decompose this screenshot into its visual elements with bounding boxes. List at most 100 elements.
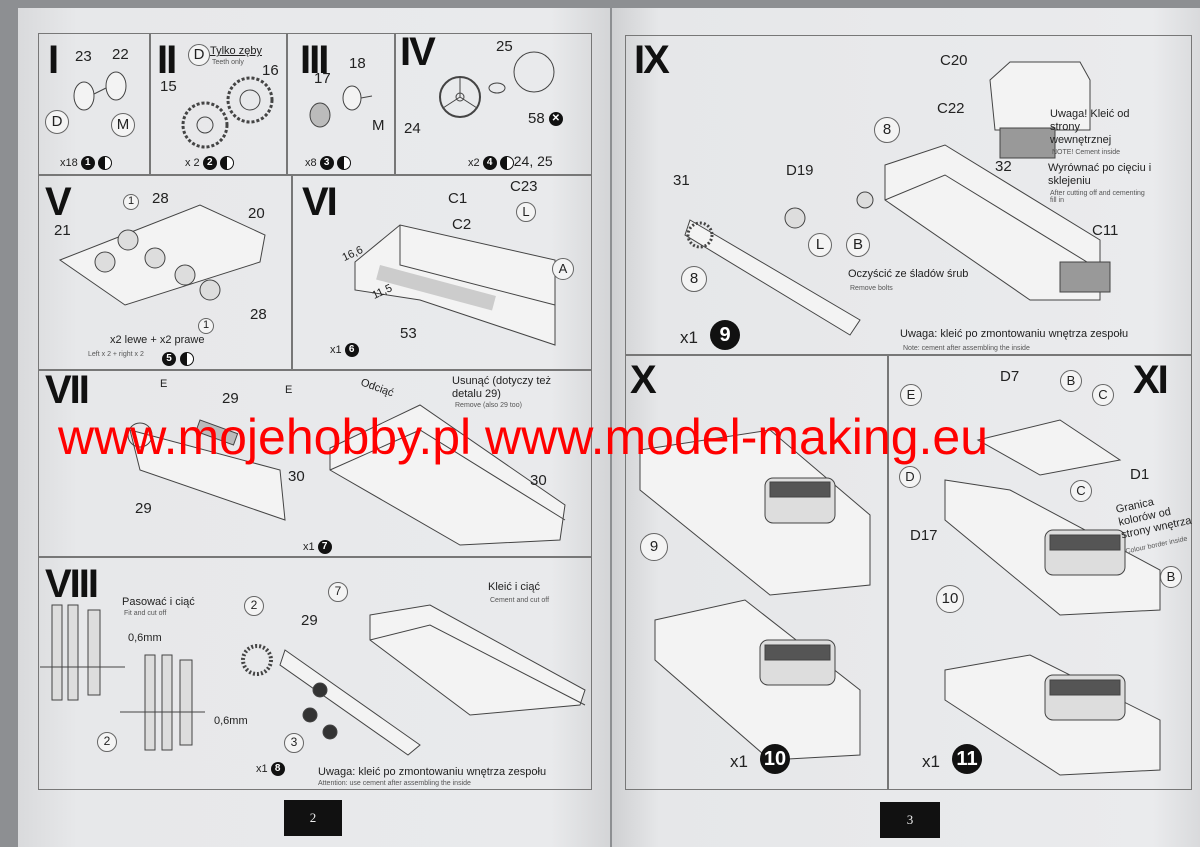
cut-line-label: E <box>160 378 168 390</box>
step-number-badge: 2 <box>202 156 217 170</box>
part-ref: 1 <box>198 318 214 334</box>
cement-inside-note-en: NOTE! Cement inside <box>1052 149 1121 156</box>
step-I-panel <box>38 33 150 175</box>
step-III-title: III <box>300 38 329 82</box>
cement-warning: Uwaga: kleić po zmontowaniu wnętrza zesp… <box>900 328 1129 340</box>
step-number-badge: 6 <box>344 343 359 357</box>
watermark: www.mojehobby.pl www.model-making.eu <box>58 409 989 465</box>
step-IX-panel <box>625 35 1192 355</box>
track-frame-drawing-IX <box>684 191 874 336</box>
color-icon <box>219 156 234 170</box>
hull-drawing-IX <box>884 144 1101 301</box>
step-II-panel <box>150 33 287 175</box>
discard-x-icon: ✕ <box>548 112 563 127</box>
cement-cut-note-en: Cement and cut off <box>490 597 550 604</box>
step-number-badge: 3 <box>319 156 334 170</box>
cement-warning: Uwaga: kleić po zmontowaniu wnętrza zesp… <box>318 766 547 778</box>
parts-list: 24, 25 <box>513 153 553 169</box>
step-VI-quantity: x1 6 <box>330 343 359 357</box>
part-label: 29 <box>301 612 318 629</box>
color-icon <box>97 156 112 170</box>
hull-drawing-XI-final <box>944 654 1161 776</box>
step-VII-title: VII <box>45 368 90 412</box>
page-number: 3 <box>880 802 940 838</box>
fill-in-note-en: After cutting off and cementing fill in <box>1050 190 1145 204</box>
fit-cut-note: Pasować i ciąć <box>122 596 195 608</box>
step-number-badge: 5 <box>162 351 176 366</box>
part-label: 30 <box>530 472 547 489</box>
step-IX-quantity: x1 <box>680 328 698 347</box>
remove-note-en: Remove (also 29 too) <box>455 402 522 409</box>
part-label: D17 <box>910 527 938 544</box>
part-ref: 1 <box>123 194 139 210</box>
step-IV-quantity: x2 4 24, 25 <box>468 153 553 171</box>
step-number-badge: 1 <box>80 156 95 170</box>
cement-cut-note: Kleić i ciąć <box>488 581 540 593</box>
step-VI-title: VI <box>302 180 338 224</box>
left-right-quantity-en: Left x 2 + right x 2 <box>88 351 144 358</box>
page-number: 2 <box>284 800 342 836</box>
teeth-only-note-en: Teeth only <box>212 59 244 66</box>
material-marker: B <box>1060 370 1082 392</box>
part-label: 29 <box>222 390 239 407</box>
part-label: 30 <box>288 468 305 485</box>
step-X-title: X <box>630 358 657 402</box>
color-icon <box>336 156 351 170</box>
part-label: 28 <box>250 306 267 323</box>
step-ref: 7 <box>328 582 348 602</box>
material-marker: M <box>372 117 385 134</box>
part-label: C2 <box>452 216 472 233</box>
step-V-title: V <box>45 180 72 224</box>
step-VII-panel <box>38 370 592 557</box>
cement-inside-note: Uwaga! Kleić od strony wewnętrznej <box>1050 108 1130 146</box>
wheel-drawing-I <box>73 71 127 111</box>
quantity: x1 <box>303 540 315 553</box>
cut-line-label: E <box>285 384 293 396</box>
part-label: 53 <box>400 325 417 342</box>
part-label: 20 <box>248 205 265 222</box>
step-XI-panel <box>888 355 1192 790</box>
quantity: x1 <box>256 762 268 775</box>
hull-drawing-VIII <box>369 604 586 716</box>
wheel-drawing-IV <box>439 51 555 118</box>
material-marker: L <box>808 233 832 257</box>
step-ref: 9 <box>640 533 668 561</box>
hull-drawing-X-bottom <box>654 599 861 761</box>
step-VIII-title: VIII <box>45 562 99 606</box>
fit-cut-note-en: Fit and cut off <box>124 610 167 617</box>
quantity: x8 <box>305 156 317 169</box>
part-label: 21 <box>54 222 71 239</box>
part-label: D19 <box>786 162 814 179</box>
step-ref: 2 <box>97 732 117 752</box>
quantity: x2 <box>468 157 480 169</box>
step-X-panel <box>625 355 888 790</box>
wheel-drawing-III <box>309 85 373 128</box>
part-label: 23 <box>75 48 92 65</box>
cement-warning-en: Note: cement after assembling the inside <box>903 345 1030 352</box>
step-I-quantity: x18 1 <box>60 156 112 170</box>
step-IV-title: IV <box>400 30 436 74</box>
part-label: 28 <box>152 190 169 207</box>
teeth-only-note: Tylko zęby <box>210 45 262 57</box>
part-label: 25 <box>496 38 513 55</box>
step-VIII-quantity: x1 8 <box>256 762 285 776</box>
step-ref: 8 <box>681 266 707 292</box>
step-XI-title: XI <box>1133 358 1169 402</box>
part-label: 31 <box>673 172 690 189</box>
hull-drawing-XI <box>944 419 1161 616</box>
material-marker: M <box>111 113 135 137</box>
material-marker: D <box>45 110 69 134</box>
step-IX-title: IX <box>634 38 670 82</box>
step-number-badge: 10 <box>760 744 790 774</box>
part-label: D1 <box>1130 466 1150 483</box>
cement-warning-en: Attention: use cement after assembling t… <box>318 780 471 787</box>
section-drawing-VIII <box>40 604 205 751</box>
track-frame-drawing-VII <box>127 419 286 521</box>
remove-bolts-note: Oczyścić ze śladów śrub <box>848 268 969 280</box>
part-label: 24 <box>404 120 421 137</box>
step-number-badge: 9 <box>710 320 740 350</box>
material-marker: A <box>552 258 574 280</box>
dimension-label: 0,6mm <box>214 715 248 727</box>
material-marker: B <box>1160 566 1182 588</box>
